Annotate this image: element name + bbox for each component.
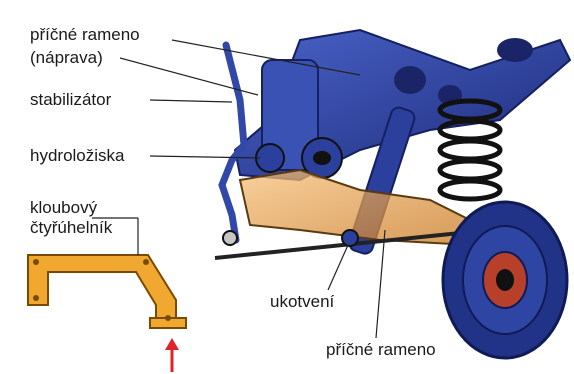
label-upper-cross-arm: příčné rameno [30,25,140,44]
label-lower-cross-arm: příčné rameno [326,340,436,359]
label-four-bar-line2: čtyřúhelník [30,218,112,237]
label-anchoring: ukotvení [270,292,334,311]
label-four-bar-line1: kloubový [30,198,97,217]
rod-anchor [342,230,358,246]
arm-hole-1 [394,66,426,94]
hydro-bearing-1 [256,144,284,172]
four-bar-linkage-schematic [28,255,186,328]
label-hydro-bearings: hydroložiska [30,146,125,165]
wheel-hub [443,202,567,358]
label-stabilizer: stabilizátor [30,90,111,109]
label-upper-cross-arm-sub: (náprava) [30,48,103,67]
force-arrow-icon [165,338,179,372]
upper-mount-hole [497,38,533,62]
stabilizer-bar [222,45,244,240]
rod-end-left [223,231,237,245]
